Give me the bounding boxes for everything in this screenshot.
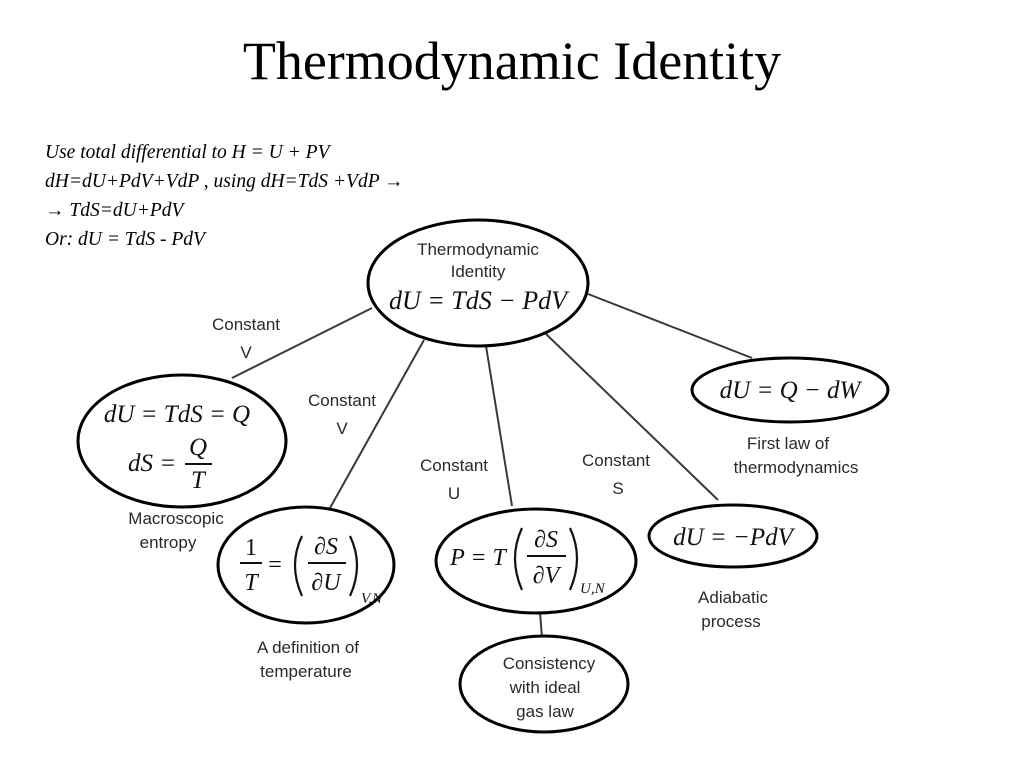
edge-label-constant-v-mid: Constant	[308, 391, 376, 410]
edge-to-adiabatic	[545, 333, 719, 501]
temperature-caption-1: A definition of	[257, 638, 359, 657]
edge-to-pressure	[485, 345, 513, 507]
temperature-equals: =	[268, 552, 282, 578]
adiabatic-node: dU = −PdV	[647, 503, 819, 569]
edge-to-ideal-gas	[539, 611, 543, 639]
ideal-gas-line-1: Consistency	[503, 654, 596, 673]
ideal-gas-line-2: with ideal	[509, 678, 581, 697]
pressure-node: P = T ∂S ∂V U,N	[434, 507, 638, 615]
edge-to-entropy	[231, 307, 373, 379]
temperature-subscript: V,N	[361, 591, 383, 607]
intro-line-3: → TdS=dU+PdV	[45, 200, 184, 221]
pressure-denominator: ∂V	[533, 563, 562, 589]
intro-line-4: Or: dU = TdS - PdV	[45, 229, 205, 250]
entropy-node: dU = TdS = Q dS = Q T	[76, 373, 288, 509]
edge-label-constant-v-left: Constant	[212, 315, 280, 334]
edge-to-first-law	[587, 293, 753, 359]
ideal-gas-node: Consistency with ideal gas law	[458, 634, 630, 734]
entropy-caption-1: Macroscopic	[128, 509, 224, 528]
entropy-numerator: Q	[189, 434, 207, 461]
pressure-left-paren	[513, 527, 524, 591]
center-label-1: Thermodynamic	[417, 240, 539, 259]
edge-label-v-left: V	[240, 343, 252, 362]
temperature-right-paren	[348, 535, 359, 597]
temperature-den-1: T	[244, 570, 259, 596]
pressure-lhs: P = T	[449, 545, 507, 571]
pressure-right-paren	[568, 527, 579, 591]
pressure-subscript: U,N	[580, 581, 606, 597]
intro-line-2: dH=dU+PdV+VdP , using dH=TdS +VdP →	[45, 171, 404, 192]
page-title: Thermodynamic Identity	[242, 31, 782, 91]
temperature-left-paren	[293, 535, 304, 597]
center-node: Thermodynamic Identity dU = TdS − PdV	[366, 218, 590, 348]
first-law-equation: dU = Q − dW	[720, 377, 863, 404]
entropy-equation-2: dS =	[128, 450, 176, 477]
temperature-num-1: 1	[245, 535, 257, 561]
edge-label-constant-u: Constant	[420, 456, 488, 475]
first-law-node: dU = Q − dW	[690, 356, 890, 424]
temperature-den-2: ∂U	[311, 570, 342, 596]
temperature-caption-2: temperature	[260, 662, 352, 681]
intro-text: Use total differential to H = U + PV dH=…	[45, 138, 605, 254]
pressure-numerator: ∂S	[534, 527, 558, 553]
edge-label-constant-s: Constant	[582, 451, 650, 470]
entropy-caption-2: entropy	[140, 533, 197, 552]
temperature-node: 1 T = ∂S ∂U V,N	[216, 505, 396, 625]
edge-label-s: S	[612, 479, 623, 498]
ideal-gas-line-3: gas law	[516, 702, 574, 721]
first-law-caption-2: thermodynamics	[734, 458, 859, 477]
first-law-caption-1: First law of	[747, 434, 829, 453]
edge-to-temperature	[329, 339, 425, 509]
center-label-2: Identity	[451, 262, 506, 281]
adiabatic-caption-2: process	[701, 612, 761, 631]
entropy-denominator: T	[191, 467, 207, 494]
center-equation: dU = TdS − PdV	[389, 286, 570, 315]
intro-line-1: Use total differential to H = U + PV	[45, 142, 330, 163]
edge-label-u: U	[448, 484, 460, 503]
temperature-num-2: ∂S	[314, 534, 338, 560]
adiabatic-caption-1: Adiabatic	[698, 588, 768, 607]
adiabatic-equation: dU = −PdV	[673, 524, 796, 551]
entropy-equation-1: dU = TdS = Q	[104, 401, 250, 428]
edge-label-v-mid: V	[336, 419, 348, 438]
